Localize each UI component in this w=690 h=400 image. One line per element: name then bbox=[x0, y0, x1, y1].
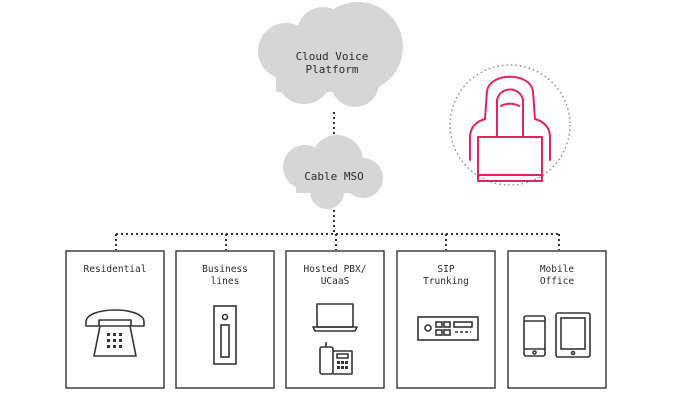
endpoint-mobile-line2: Office bbox=[540, 276, 575, 287]
endpoint-mobile-line1: Mobile bbox=[540, 264, 575, 275]
endpoint-sip-line2: Trunking bbox=[423, 276, 469, 287]
endpoint-business: Business lines bbox=[175, 250, 275, 389]
wall-jack-icon bbox=[213, 305, 237, 365]
hooded-hacker-icon bbox=[449, 64, 571, 186]
endpoint-sip-line1: SIP bbox=[437, 264, 454, 275]
endpoint-sip-trunking: SIP Trunking bbox=[396, 250, 496, 389]
desk-phone-icon bbox=[85, 309, 145, 357]
endpoint-residential-line1: Residential bbox=[84, 264, 147, 275]
cloud-label-line2: Platform bbox=[306, 63, 359, 76]
cloud-voice-platform: Cloud Voice Platform bbox=[258, 2, 403, 107]
endpoint-business-line2: lines bbox=[211, 276, 240, 287]
laptop-and-ip-phone-icon bbox=[312, 303, 358, 375]
cable-mso: Cable MSO bbox=[283, 135, 383, 209]
endpoint-hosted-pbx-line1: Hosted PBX/ bbox=[304, 264, 367, 275]
endpoint-residential: Residential bbox=[65, 250, 165, 389]
cable-mso-label: Cable MSO bbox=[304, 170, 364, 183]
distribution-bus bbox=[115, 210, 560, 250]
endpoint-hosted-pbx: Hosted PBX/ UCaaS bbox=[285, 250, 385, 389]
endpoint-business-line1: Business bbox=[202, 264, 248, 275]
cloud-label-line1: Cloud Voice bbox=[296, 50, 369, 63]
dotted-ring bbox=[449, 64, 571, 186]
sip-gateway-icon bbox=[417, 316, 479, 341]
phone-and-tablet-icon bbox=[523, 312, 591, 358]
endpoint-hosted-pbx-line2: UCaaS bbox=[321, 276, 350, 287]
endpoint-mobile-office: Mobile Office bbox=[507, 250, 607, 389]
